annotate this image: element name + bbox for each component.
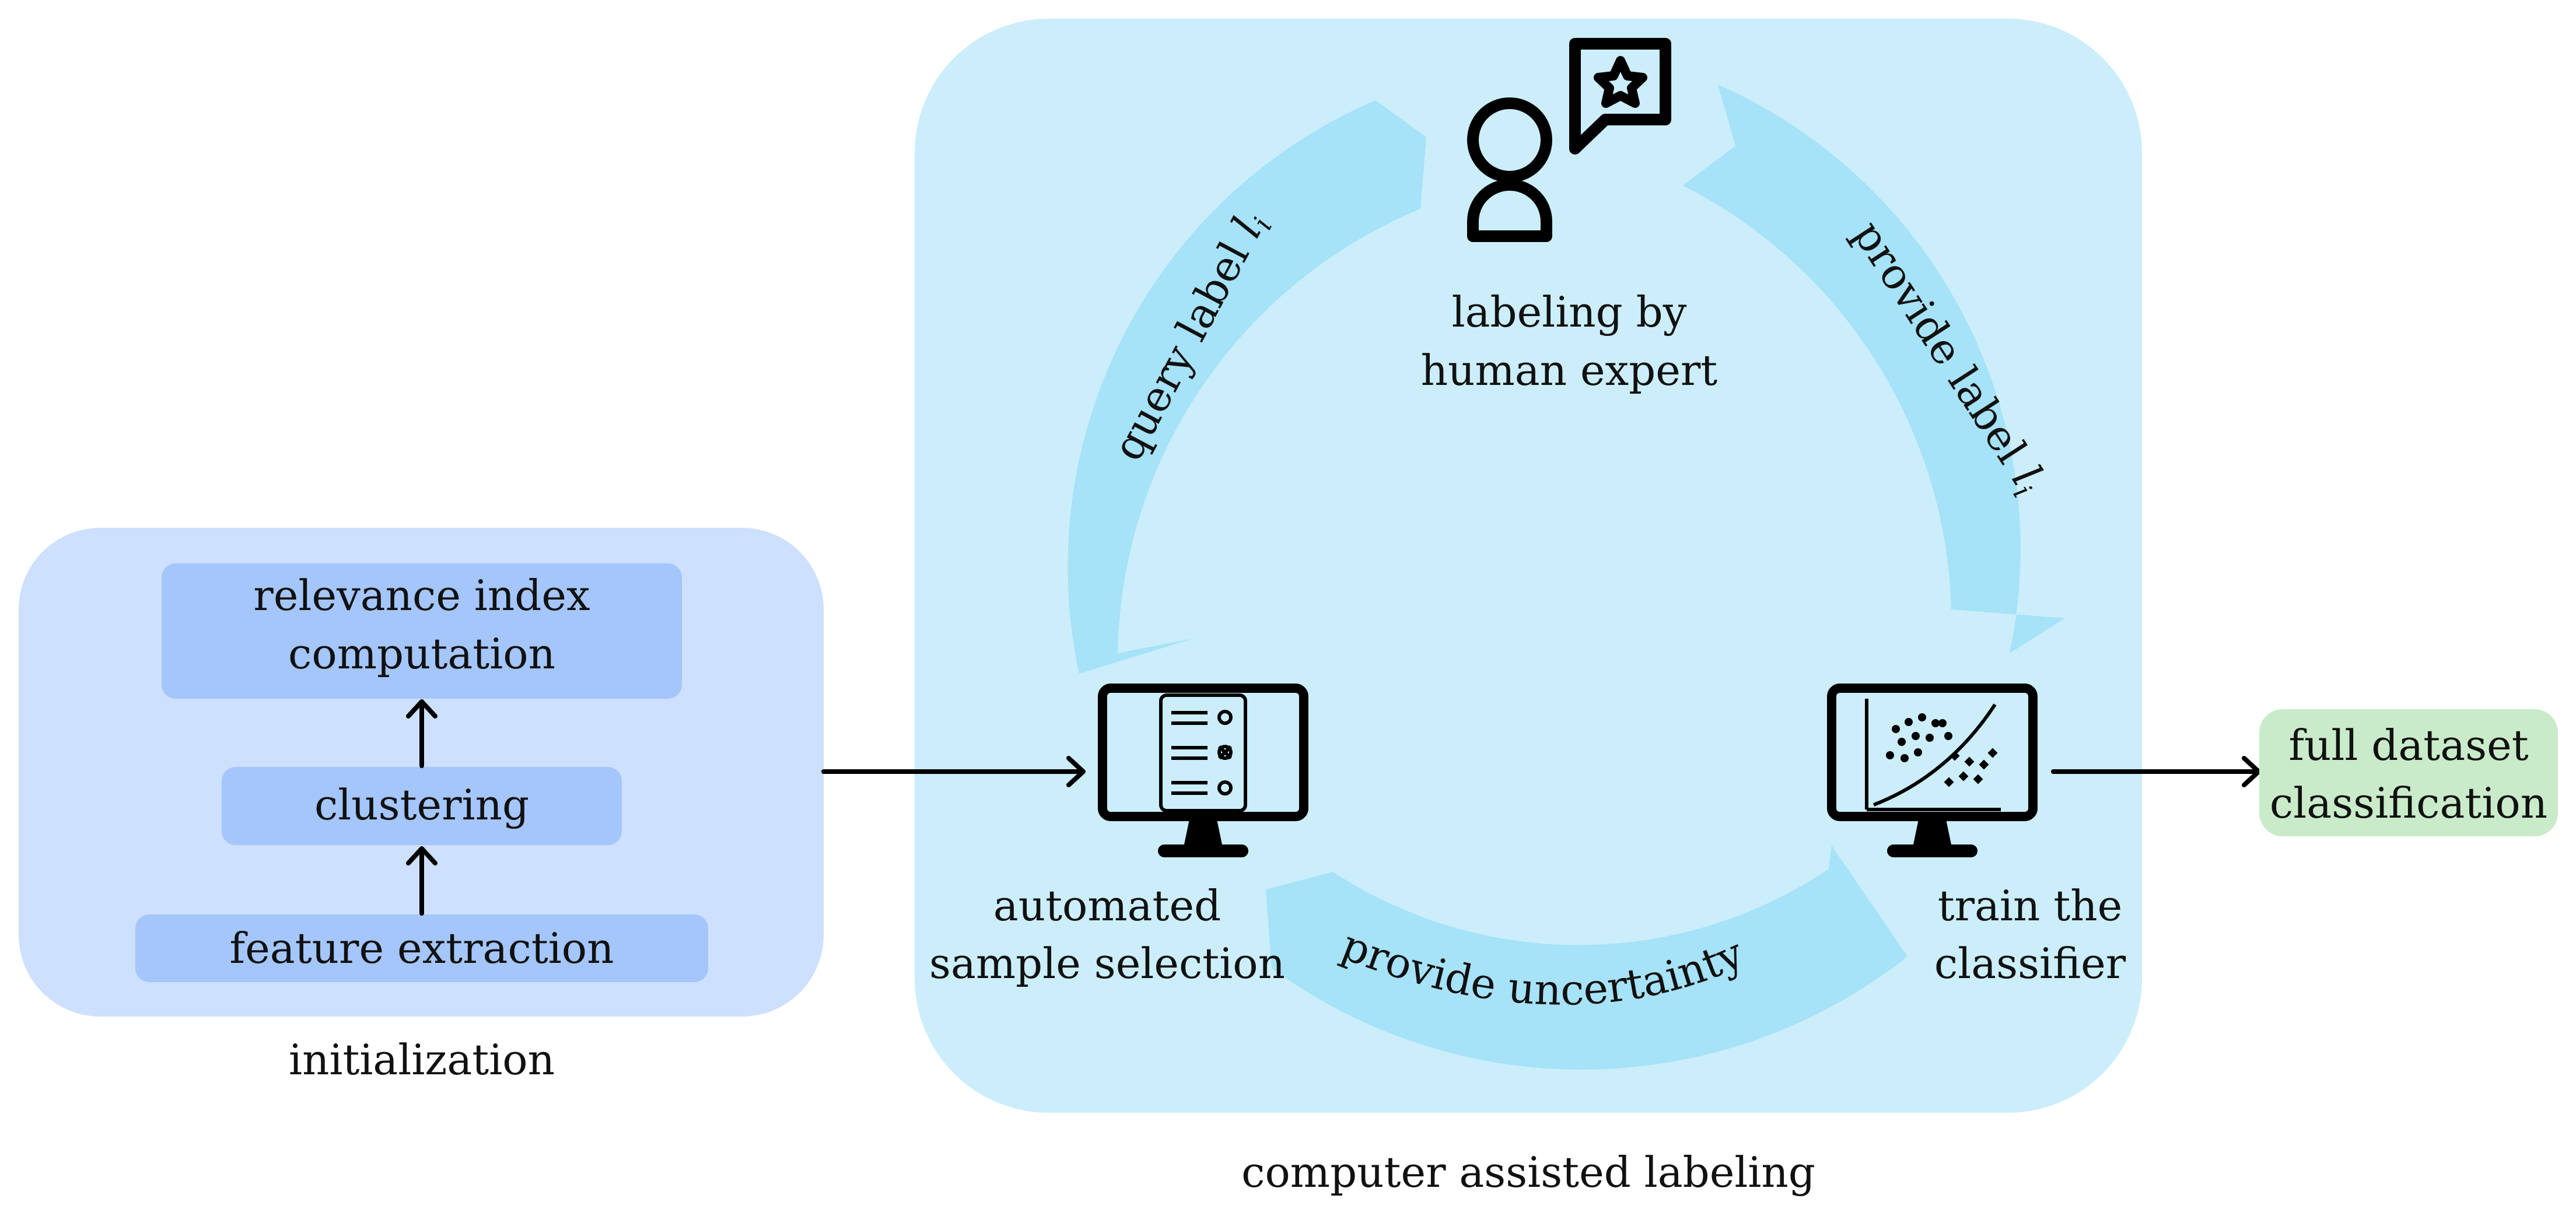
human-expert-label-1: labeling by — [1452, 288, 1687, 337]
arrow-clustering-to-relevance — [406, 699, 438, 768]
arrow-classifier-to-output — [2051, 756, 2261, 787]
output-box — [2259, 709, 2558, 836]
arrow-feature-to-clustering — [406, 846, 438, 916]
feature-extraction-box — [135, 914, 708, 982]
person-with-star-speech-bubble-icon — [1467, 38, 1671, 242]
classifier-label-1: train the — [1938, 881, 2122, 930]
clustering-label: clustering — [314, 780, 529, 829]
output-label-1: full dataset — [2288, 721, 2528, 770]
computer-assisted-labeling-panel: query label li query label li provide la… — [915, 19, 2142, 1197]
monitor-with-checklist-icon — [1098, 684, 1308, 857]
relevance-index-label-2: computation — [288, 629, 555, 678]
feature-extraction-label: feature extraction — [230, 924, 614, 973]
classifier-label-2: classifier — [1934, 939, 2126, 988]
provide-label-arrow — [1683, 85, 2065, 653]
initialization-panel: relevance index computation clustering f… — [19, 528, 824, 1084]
clustering-box — [222, 767, 622, 845]
full-dataset-classification: full dataset classification — [2259, 709, 2558, 836]
query-label-arrow — [1068, 100, 1426, 674]
relevance-index-label: relevance index — [253, 571, 590, 620]
sample-selection-label-2: sample selection — [929, 939, 1285, 988]
sample-selection-label-1: automated — [993, 881, 1221, 930]
monitor-with-scatter-plot-icon — [1827, 684, 2038, 857]
provide-uncertainty-arrow — [1266, 846, 1908, 1070]
output-label-2: classification — [2270, 779, 2547, 828]
initialization-caption: initialization — [289, 1035, 555, 1084]
relevance-index-box — [162, 563, 682, 699]
arrow-init-to-selection — [821, 756, 1086, 787]
cal-caption: computer assisted labeling — [1241, 1148, 1815, 1197]
human-expert-label-2: human expert — [1421, 346, 1718, 395]
